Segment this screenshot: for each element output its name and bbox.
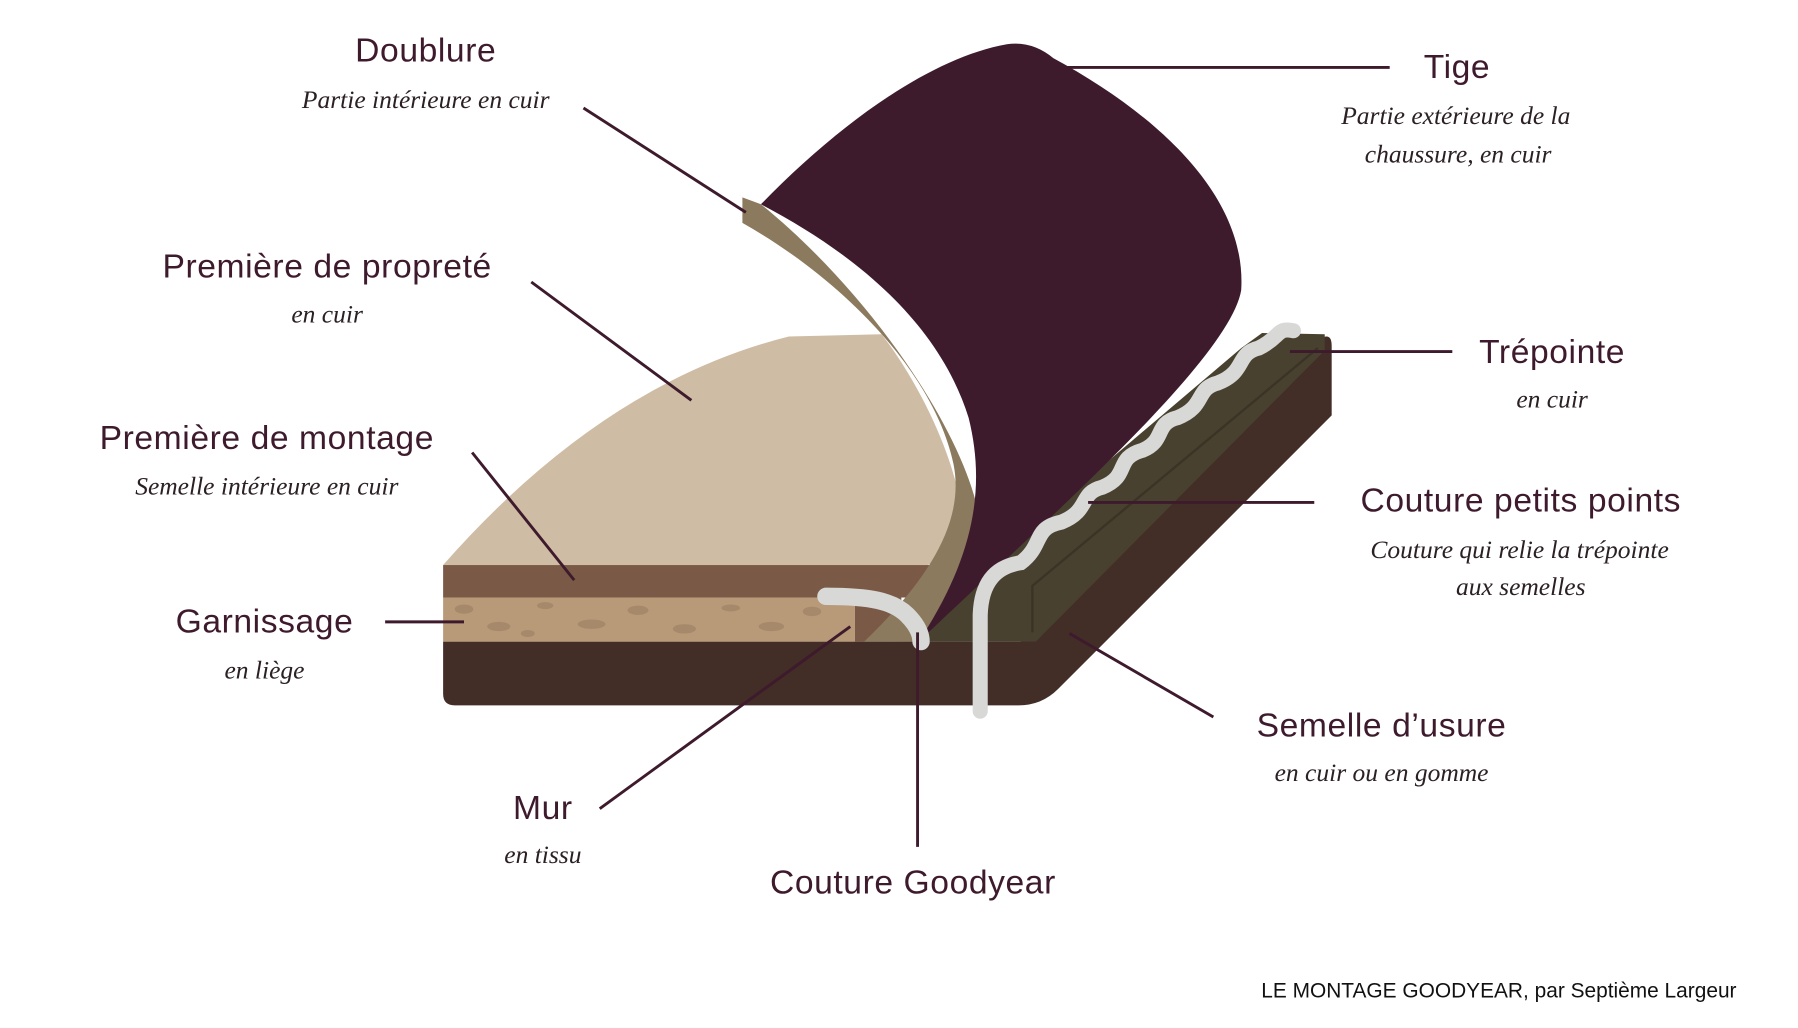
label-subtitle: en cuir (291, 300, 363, 329)
label-subtitle: en liège (224, 656, 304, 685)
tige-shape (760, 43, 1242, 642)
garnissage-shape (443, 597, 855, 642)
label-premiere-montage: Première de montage Semelle intérieure e… (100, 420, 434, 500)
label-subtitle: aux semelles (1456, 572, 1586, 601)
label-premiere-proprete: Première de propreté en cuir (162, 248, 491, 328)
label-subtitle: chaussure, en cuir (1365, 140, 1552, 169)
label-couture-goodyear: Couture Goodyear (770, 864, 1056, 901)
label-subtitle: en cuir ou en gomme (1275, 758, 1489, 787)
label-title: Première de propreté (162, 248, 491, 285)
label-subtitle: Semelle intérieure en cuir (135, 471, 398, 500)
label-title: Semelle d’usure (1257, 708, 1507, 745)
label-subtitle: en cuir (1516, 384, 1588, 413)
label-title: Mur (513, 790, 573, 827)
trepointe-inner-line (1031, 347, 1319, 633)
label-title: Doublure (355, 33, 496, 70)
couture-petits-points-stitch (972, 322, 1301, 719)
label-subtitle: Partie intérieure en cuir (301, 85, 550, 114)
label-title: Première de montage (100, 420, 434, 457)
footer-credit: LE MONTAGE GOODYEAR, par Septième Largeu… (1261, 980, 1736, 1003)
couture-goodyear-stitch (817, 587, 930, 651)
label-subtitle: Couture qui relie la trépointe (1370, 535, 1668, 564)
label-title: Couture Goodyear (770, 864, 1056, 901)
label-title: Tige (1424, 49, 1490, 86)
label-garnissage: Garnissage en liège (176, 603, 354, 685)
label-tige: Tige Partie extérieure de la chaussure, … (1340, 49, 1570, 169)
label-title: Couture petits points (1360, 483, 1681, 520)
label-trepointe: Trépointe en cuir (1479, 334, 1625, 413)
semelle-usure-shape (443, 336, 1332, 706)
label-semelle-usure: Semelle d’usure en cuir ou en gomme (1257, 708, 1507, 787)
leader-lines (385, 65, 1453, 847)
label-couture-petits-points: Couture petits points Couture qui relie … (1360, 483, 1681, 602)
label-subtitle: Partie extérieure de la (1340, 101, 1570, 130)
label-doublure: Doublure Partie intérieure en cuir (301, 33, 550, 114)
label-title: Trépointe (1479, 334, 1625, 371)
label-mur: Mur en tissu (504, 790, 581, 869)
label-subtitle: en tissu (504, 840, 581, 869)
garnissage-texture (454, 602, 822, 637)
premiere-proprete-shape (443, 334, 964, 566)
label-title: Garnissage (176, 603, 354, 640)
